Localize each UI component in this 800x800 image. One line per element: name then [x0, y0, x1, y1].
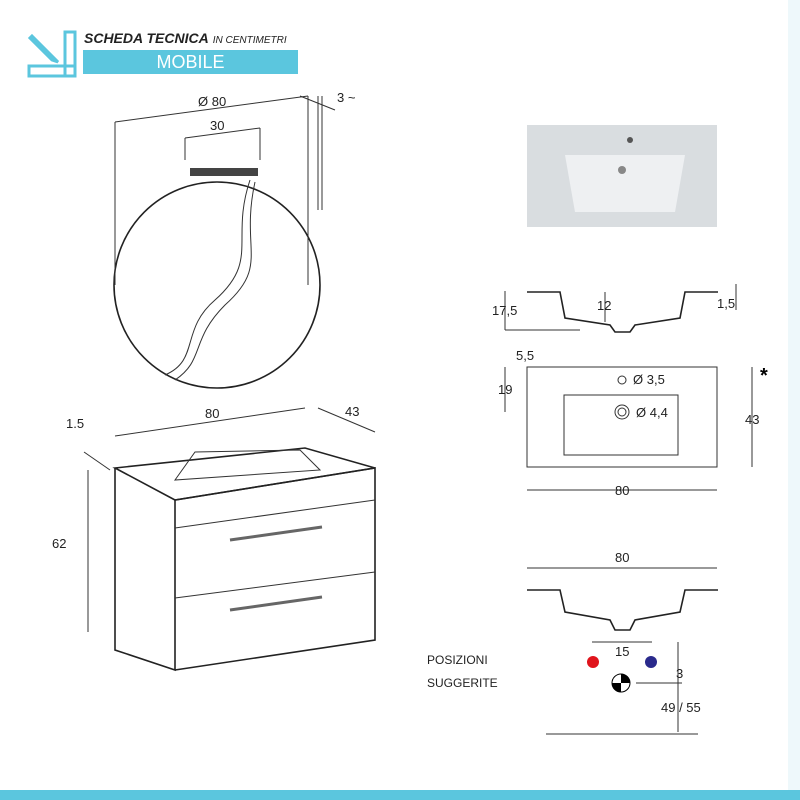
mirror-depth: 3 ~	[337, 90, 356, 105]
cabinet-width: 80	[205, 406, 219, 421]
cabinet-depth: 43	[345, 404, 359, 419]
section-label: MOBILE	[83, 50, 298, 74]
valve-spacing: 15	[615, 644, 629, 659]
cold-water-marker	[645, 656, 657, 668]
positions-label-2: SUGGERITE	[427, 676, 498, 690]
front-width: 80	[615, 550, 629, 565]
cabinet-drawing: 80 43 1.5 62	[52, 404, 376, 672]
valve-offset: 3	[676, 666, 683, 681]
bowl-offset: 19	[498, 382, 512, 397]
basin-width: 80	[615, 483, 629, 498]
suggested-positions: 15 3 49 / 55	[546, 641, 701, 735]
header-subtitle: IN CENTIMETRI	[212, 35, 287, 46]
basin-plan: 5,5 19 Ø 3,5 Ø 4,4 43 80 *	[498, 348, 768, 498]
basin-top-thickness: 1,5	[717, 296, 735, 311]
top-thickness: 1.5	[66, 416, 84, 431]
cabinet-height: 62	[52, 536, 66, 551]
ruler-pencil-icon	[27, 30, 77, 78]
right-border	[788, 0, 800, 790]
bowl-depth: 12	[597, 298, 611, 313]
note-asterisk: *	[760, 365, 768, 387]
basin-front: 80	[527, 550, 718, 631]
positions-label-1: POSIZIONI	[427, 653, 488, 667]
basin-section: 17,5 12 1,5	[492, 284, 737, 333]
tap-hole-diameter: Ø 3,5	[633, 372, 665, 387]
lamp-width: 30	[210, 118, 224, 133]
drain-height: 49 / 55	[661, 700, 701, 715]
mirror-drawing: Ø 80 30 3 ~	[113, 90, 356, 389]
basin-depth: 43	[745, 412, 759, 427]
basin-height: 17,5	[492, 303, 517, 318]
mirror-diameter: Ø 80	[198, 94, 226, 109]
hot-water-marker	[587, 656, 599, 668]
drain-diameter: Ø 4,4	[636, 405, 668, 420]
hole-offset: 5,5	[516, 348, 534, 363]
drain-marker	[612, 674, 630, 692]
footer-bar	[0, 790, 800, 800]
